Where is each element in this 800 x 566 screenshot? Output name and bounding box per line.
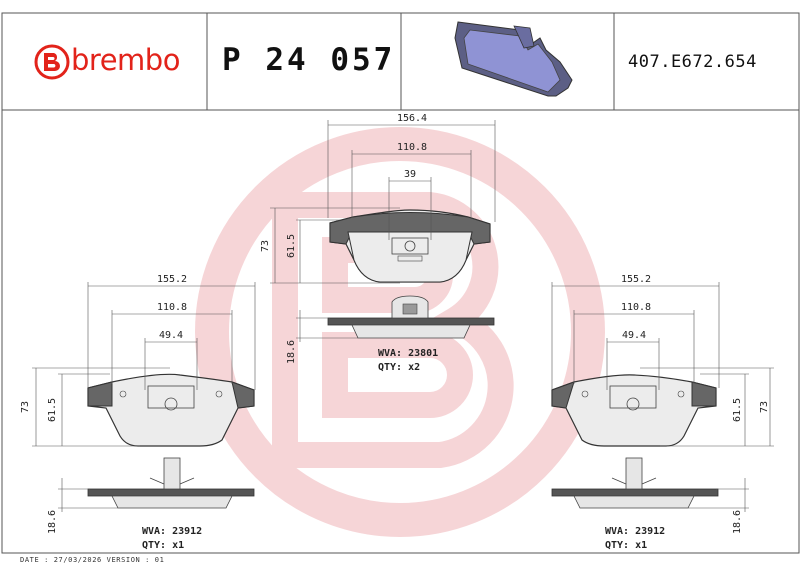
dim-width-total: 155.2: [157, 274, 187, 285]
qty-label: QTY: x1: [142, 540, 184, 551]
brand-wordmark: brembo: [71, 43, 180, 77]
dim-thickness: 18.6: [47, 510, 58, 534]
qty-label: QTY: x1: [605, 540, 647, 551]
dim-width-mid: 110.8: [397, 142, 427, 153]
footer-date-version: DATE : 27/03/2026 VERSION : 01: [20, 556, 165, 564]
brake-pad-product-image: [454, 21, 573, 97]
qty-label: QTY: x2: [378, 362, 420, 373]
dim-height-inner: 61.5: [732, 398, 743, 422]
dim-height-total: 73: [20, 401, 31, 413]
dim-width-total: 156.4: [397, 113, 427, 124]
part-number: P 24 057: [222, 42, 396, 78]
dim-thickness: 18.6: [732, 510, 743, 534]
dim-width-inner: 49.4: [159, 330, 183, 341]
wva-label: WVA: 23912: [605, 526, 665, 537]
wva-label: WVA: 23801: [378, 348, 438, 359]
dim-width-inner: 49.4: [622, 330, 646, 341]
right-pad-drawing: 155.2 110.8 49.4 73 61.5 18.6 WVA: 23912…: [551, 274, 774, 551]
dim-height-total: 73: [260, 240, 271, 252]
center-pad-drawing: 156.4 110.8 39 73 61.5 18.6 WVA: 23801 Q…: [260, 113, 496, 373]
dim-width-inner: 39: [404, 169, 416, 180]
dim-width-total: 155.2: [621, 274, 651, 285]
left-pad-drawing: 155.2 110.8 49.4 73 61.5 18.6 WVA: 23912…: [20, 274, 256, 551]
dim-width-mid: 110.8: [621, 302, 651, 313]
dim-height-inner: 61.5: [47, 398, 58, 422]
dim-height-total: 73: [759, 401, 770, 413]
reference-number: 407.E672.654: [628, 52, 757, 72]
brembo-logo-icon: [34, 44, 70, 80]
dim-width-mid: 110.8: [157, 302, 187, 313]
dim-thickness: 18.6: [286, 340, 297, 364]
dim-height-inner: 61.5: [286, 234, 297, 258]
wva-label: WVA: 23912: [142, 526, 202, 537]
